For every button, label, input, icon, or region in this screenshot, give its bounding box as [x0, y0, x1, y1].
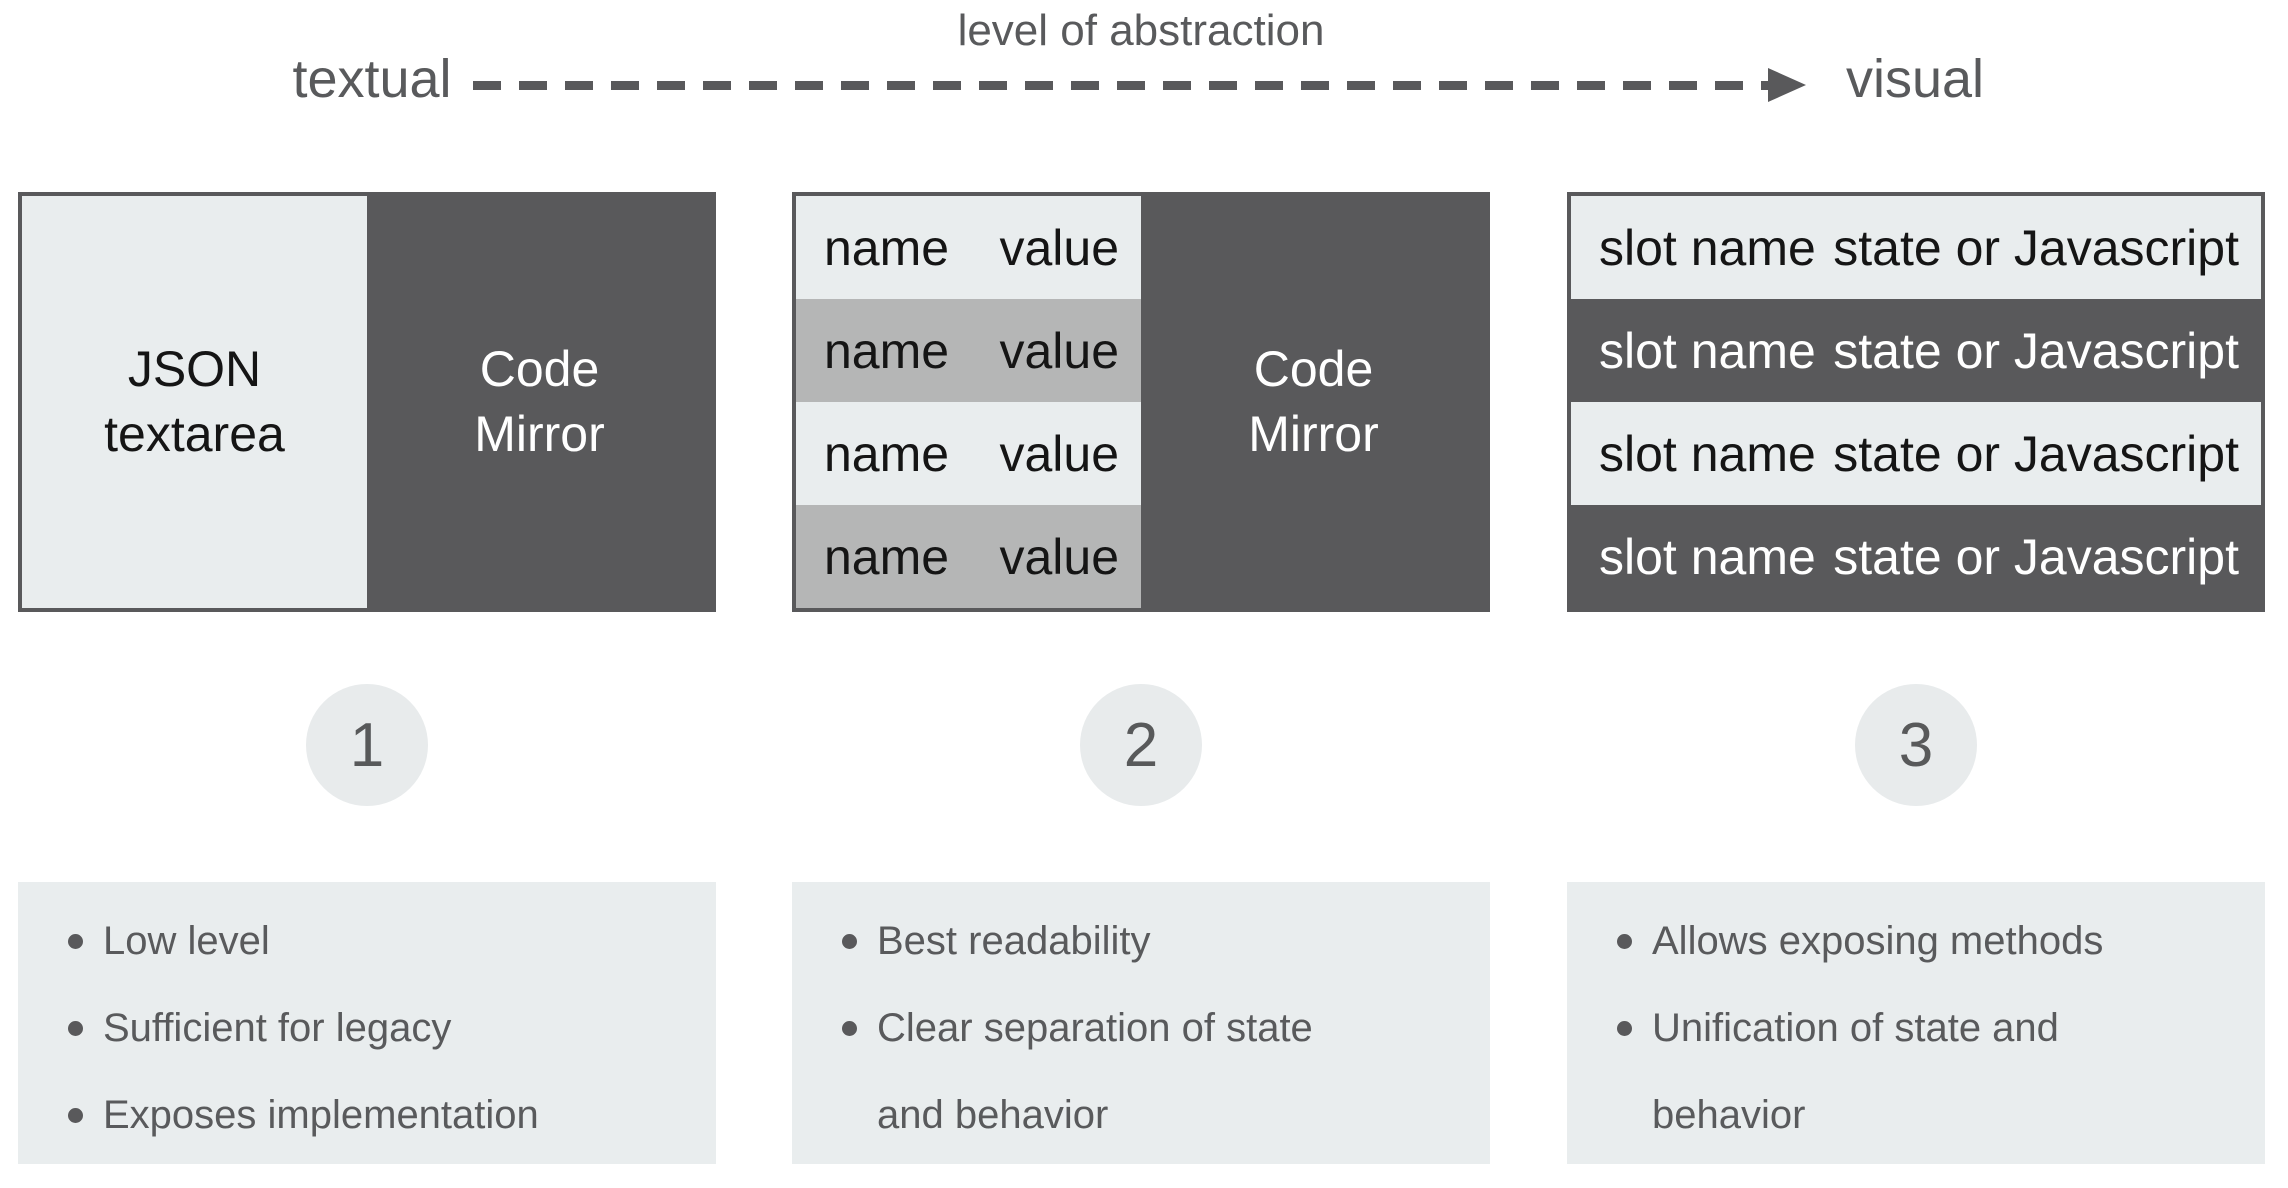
step-circle-2: 2	[1080, 684, 1202, 806]
bullet-icon	[842, 1021, 857, 1036]
slot-value: state or Javascript	[1833, 425, 2239, 482]
slot-name: slot name	[1599, 425, 1816, 482]
slot-value: state or Javascript	[1833, 219, 2239, 276]
note-text: Unification of state and behavior	[1652, 1006, 2059, 1137]
bullet-icon	[842, 934, 857, 949]
list-item: Unification of state and behavior	[1617, 985, 2235, 1159]
label-line: Mirror	[474, 406, 605, 462]
step-number: 3	[1898, 710, 1934, 780]
list-item: Clear separation of state and behavior	[842, 985, 1460, 1159]
list-item: Best readability	[842, 898, 1460, 985]
table-row: name value	[796, 505, 1141, 608]
note-text: Sufficient for legacy	[103, 1006, 452, 1050]
note-text: Best readability	[877, 919, 1151, 963]
table-row: slot name state or Javascript	[1571, 505, 2261, 608]
note-text: Clear separation of state and behavior	[877, 1006, 1313, 1137]
slot-value: state or Javascript	[1833, 322, 2239, 379]
box-slot-table: slot name state or Javascript slot name …	[1567, 192, 2265, 612]
name-value-table: name value name value name value name va…	[796, 196, 1141, 608]
step-number: 1	[349, 710, 385, 780]
note-text: Low level	[103, 919, 270, 963]
table-row: slot name state or Javascript	[1571, 299, 2261, 402]
label-line: Code	[479, 341, 600, 397]
list-item: Allows exposing methods	[1617, 898, 2235, 985]
step-circle-3: 3	[1855, 684, 1977, 806]
row-value: value	[999, 528, 1119, 585]
label-line: Mirror	[1248, 406, 1379, 462]
json-textarea-label: JSON textarea	[104, 337, 285, 467]
slot-table: slot name state or Javascript slot name …	[1571, 196, 2261, 608]
row-name: name	[824, 219, 950, 276]
notes-panel-2: Best readability Clear separation of sta…	[792, 882, 1490, 1164]
axis-endpoint-textual: textual	[292, 49, 452, 109]
slot-value: state or Javascript	[1833, 528, 2239, 585]
table-row: name value	[796, 402, 1141, 505]
step-circle-1: 1	[306, 684, 428, 806]
note-text: Allows exposing methods	[1652, 919, 2104, 963]
table-row: slot name state or Javascript	[1571, 402, 2261, 505]
row-value: value	[999, 322, 1119, 379]
axis-title: level of abstraction	[957, 6, 1325, 55]
codemirror-label: Code Mirror	[474, 337, 605, 467]
row-name: name	[824, 425, 950, 482]
codemirror-label: Code Mirror	[1248, 337, 1379, 467]
list-item: Low level	[68, 898, 686, 985]
label-line: textarea	[104, 406, 285, 462]
slot-name: slot name	[1599, 322, 1816, 379]
label-line: JSON	[127, 341, 262, 397]
json-textarea-pane: JSON textarea	[22, 196, 367, 608]
step-number: 2	[1123, 710, 1159, 780]
list-item: Sufficient for legacy	[68, 985, 686, 1072]
row-name: name	[824, 528, 950, 585]
slot-name: slot name	[1599, 219, 1816, 276]
arrow-head-icon	[1768, 68, 1806, 102]
row-value: value	[999, 219, 1119, 276]
label-line: Code	[1253, 341, 1374, 397]
bullet-icon	[1617, 934, 1632, 949]
box-name-value-table: name value name value name value name va…	[792, 192, 1490, 612]
notes-panel-3: Allows exposing methods Unification of s…	[1567, 882, 2265, 1164]
row-name: name	[824, 322, 950, 379]
notes-panel-1: Low level Sufficient for legacy Exposes …	[18, 882, 716, 1164]
codemirror-pane: Code Mirror	[1141, 196, 1486, 608]
note-text: Exposes implementation	[103, 1093, 539, 1137]
box-json-textarea: JSON textarea Code Mirror	[18, 192, 716, 612]
slot-name: slot name	[1599, 528, 1816, 585]
table-row: name value	[796, 299, 1141, 402]
axis-endpoint-visual: visual	[1845, 49, 1985, 109]
row-value: value	[999, 425, 1119, 482]
abstraction-arrow-line	[473, 81, 1768, 90]
bullet-icon	[68, 1021, 83, 1036]
bullet-icon	[68, 934, 83, 949]
bullet-icon	[1617, 1021, 1632, 1036]
codemirror-pane: Code Mirror	[367, 196, 712, 608]
table-row: slot name state or Javascript	[1571, 196, 2261, 299]
bullet-icon	[68, 1108, 83, 1123]
table-row: name value	[796, 196, 1141, 299]
list-item: Exposes implementation	[68, 1072, 686, 1159]
